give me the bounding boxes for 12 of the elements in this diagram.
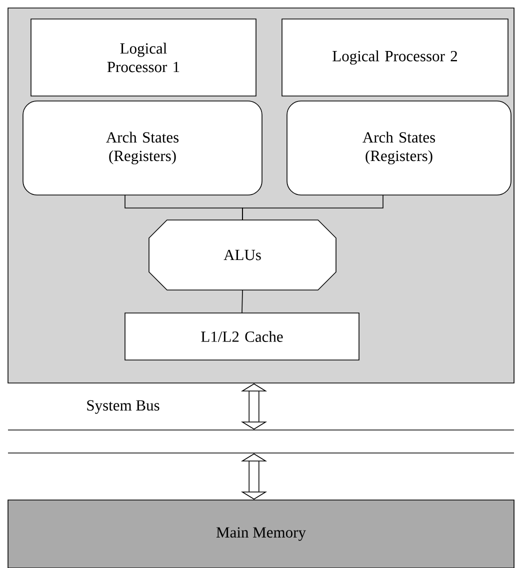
rounded-box: Arch States (Registers): [22, 100, 262, 196]
process-box: Logical Processor 2: [282, 18, 508, 96]
double-arrow: [240, 453, 268, 500]
double-arrow: [240, 383, 268, 430]
memory-block: Main Memory: [8, 500, 514, 568]
connector: [242, 194, 384, 220]
process-box: Logical Processor 1: [30, 18, 256, 96]
connector: [242, 290, 243, 314]
process-box: L1/L2 Cache: [124, 312, 360, 360]
octagon-box: ALUs: [148, 220, 336, 290]
rounded-box: Arch States (Registers): [286, 100, 512, 196]
bus-band: System Bus: [8, 400, 514, 454]
